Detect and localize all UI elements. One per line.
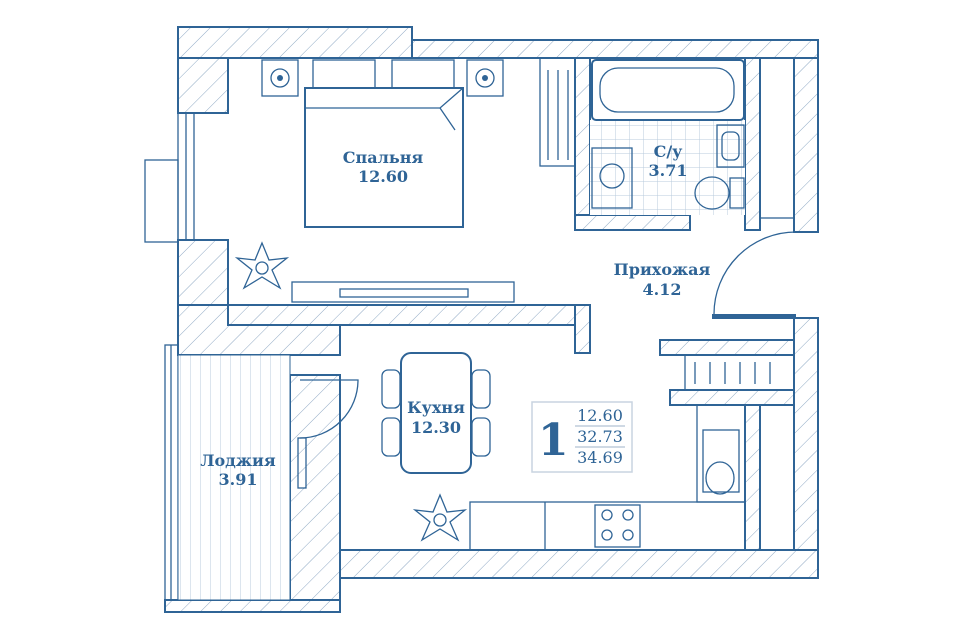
hall-area: 4.12 xyxy=(643,280,682,299)
dining-table xyxy=(381,352,491,474)
bathtub xyxy=(591,59,745,121)
washing-machine xyxy=(591,147,633,209)
fridge xyxy=(759,404,795,551)
loggia-door xyxy=(297,379,359,489)
bedroom-area: 12.60 xyxy=(358,167,408,186)
nightstand-left xyxy=(261,59,299,97)
loggia-name: Лоджия xyxy=(200,451,276,470)
hall-wardrobe xyxy=(684,354,795,391)
bedroom-name: Спальня xyxy=(343,148,424,167)
area-summary: 1 12.60 32.73 34.69 xyxy=(531,401,633,473)
entrance-door xyxy=(712,231,797,319)
bathroom-sink xyxy=(716,124,745,168)
bathroom-area: 3.71 xyxy=(649,161,688,180)
bedroom-window xyxy=(144,112,195,243)
tv-stand xyxy=(291,281,515,303)
bathroom-name: С/у xyxy=(654,142,684,161)
hall-name: Прихожая xyxy=(614,260,711,279)
kitchen-area: 12.30 xyxy=(411,418,461,437)
toilet xyxy=(694,176,745,210)
bedroom-wardrobe xyxy=(539,57,576,167)
nightstand-right xyxy=(466,59,504,97)
kitchen-counter xyxy=(469,404,746,551)
loggia-area: 3.91 xyxy=(219,470,258,489)
living-area: 12.60 xyxy=(577,406,623,425)
total-area: 32.73 xyxy=(577,427,623,446)
plant-icon xyxy=(234,241,290,290)
hall-wardrobe-right xyxy=(759,57,795,219)
bed xyxy=(304,59,464,228)
rooms-count: 1 xyxy=(538,415,569,466)
total-with-loggia: 34.69 xyxy=(577,448,623,467)
kitchen-name: Кухня xyxy=(407,398,465,417)
loggia-window xyxy=(164,344,179,601)
plant-icon xyxy=(412,493,468,542)
loggia-floor xyxy=(177,354,291,601)
